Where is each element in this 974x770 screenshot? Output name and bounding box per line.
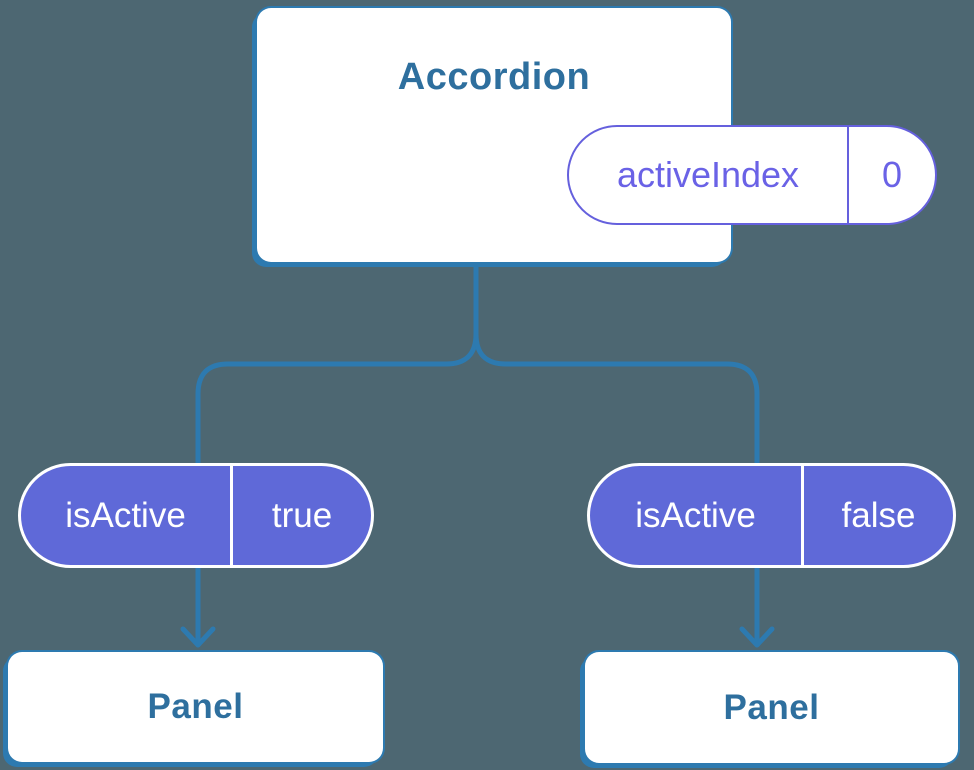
state-pill-activeindex: activeIndex 0	[567, 125, 937, 225]
accordion-card: Accordion activeIndex 0	[257, 8, 937, 262]
component-title: Panel	[723, 687, 820, 727]
state-value: false	[841, 495, 916, 535]
state-value: true	[271, 495, 333, 535]
component-title: Panel	[147, 687, 244, 726]
state-name: isActive	[590, 466, 804, 565]
component-title: Accordion	[397, 56, 591, 98]
state-name: activeIndex	[569, 127, 849, 223]
connector-left-branch	[195, 263, 479, 642]
state-pill-isactive-true: isActive true	[18, 463, 374, 568]
state-name: isActive	[21, 466, 233, 565]
panel-card-right: Panel	[585, 652, 958, 763]
connector-right-branch	[473, 263, 760, 642]
arrow-down-icon	[739, 626, 775, 648]
panel-card-left: Panel	[8, 652, 383, 762]
state-pill-isactive-false: isActive false	[587, 463, 956, 568]
state-value: 0	[881, 154, 903, 195]
arrow-down-icon	[180, 626, 216, 648]
